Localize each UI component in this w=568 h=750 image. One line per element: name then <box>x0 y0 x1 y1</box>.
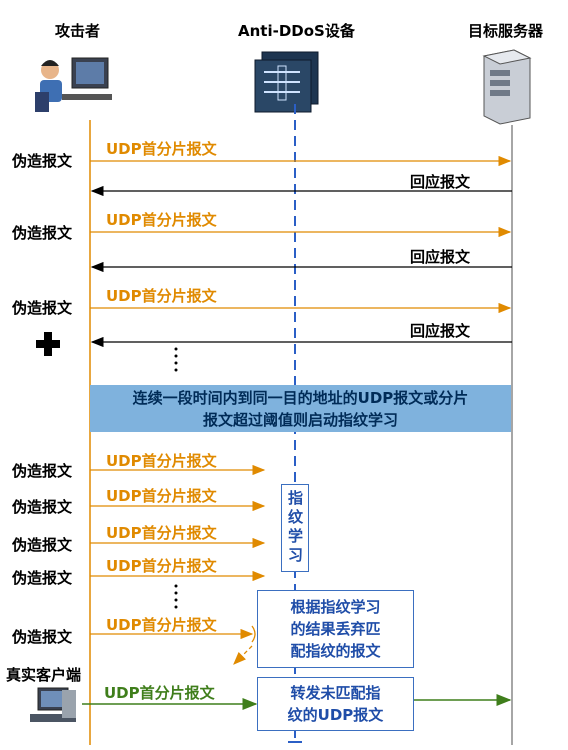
real-client-icon <box>30 687 76 722</box>
server-header: 目标服务器 <box>468 22 544 40</box>
attacker-header: 攻击者 <box>55 22 101 40</box>
udp-message-label-4: UDP首分片报文 <box>106 452 217 470</box>
anti-ddos-device-icon <box>254 51 319 113</box>
server-icon <box>482 49 532 125</box>
fake-packet-label-8: 伪造报文 <box>12 628 73 646</box>
plus-icon <box>36 332 60 356</box>
discard-box: 根据指纹学习的结果丢弃匹配指纹的报文 <box>257 590 414 668</box>
fake-packet-label-3: 伪造报文 <box>12 299 73 317</box>
reply-label-1: 回应报文 <box>410 173 471 191</box>
fake-packet-label-6: 伪造报文 <box>12 536 73 554</box>
udp-message-label-2: UDP首分片报文 <box>106 211 217 229</box>
real-client-label: 真实客户端 <box>6 666 82 684</box>
fake-packet-label-2: 伪造报文 <box>12 224 73 242</box>
udp-message-label-7: UDP首分片报文 <box>106 557 217 575</box>
udp-message-label-6: UDP首分片报文 <box>106 524 217 542</box>
reply-label-3: 回应报文 <box>410 322 471 340</box>
forward-box: 转发未匹配指纹的UDP报文 <box>257 677 414 731</box>
device-header: Anti-DDoS设备 <box>238 22 355 40</box>
udp-message-label-8: UDP首分片报文 <box>106 616 217 634</box>
fake-packet-label-1: 伪造报文 <box>12 152 73 170</box>
udp-message-label-3: UDP首分片报文 <box>106 287 217 305</box>
banner-line-2: 报文超过阈值则启动指纹学习 <box>202 410 398 429</box>
threshold-banner: 连续一段时间内到同一目的地址的UDP报文或分片报文超过阈值则启动指纹学习 <box>90 385 511 432</box>
reply-label-2: 回应报文 <box>410 248 471 266</box>
fake-packet-label-4: 伪造报文 <box>12 462 73 480</box>
attacker-icon <box>35 57 112 112</box>
client-udp-message-label: UDP首分片报文 <box>104 684 215 702</box>
fake-packet-label-5: 伪造报文 <box>12 498 73 516</box>
fake-packet-label-7: 伪造报文 <box>12 569 73 587</box>
udp-message-label-5: UDP首分片报文 <box>106 487 217 505</box>
fingerprint-learning-box: 指纹学习 <box>281 484 309 572</box>
banner-line-1: 连续一段时间内到同一目的地址的UDP报文或分片 <box>132 388 469 407</box>
udp-message-label-1: UDP首分片报文 <box>106 140 217 158</box>
